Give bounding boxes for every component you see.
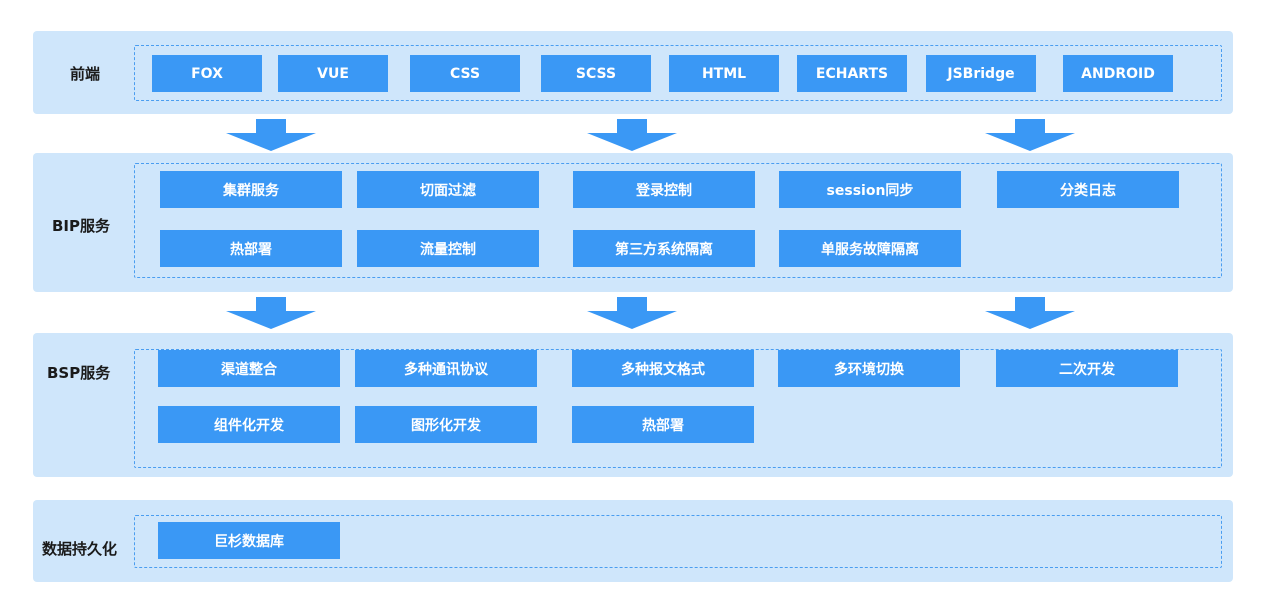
bsp-item-channel-integration: 渠道整合 xyxy=(158,350,340,387)
down-arrow-icon xyxy=(587,119,677,151)
persistence-dashed-group xyxy=(134,515,1222,568)
bsp-layer: BSP服务 渠道整合 多种通讯协议 多种报文格式 多环境切换 二次开发 组件化开… xyxy=(33,333,1233,477)
frontend-item-android: ANDROID xyxy=(1063,55,1173,92)
bsp-item-graphical-dev: 图形化开发 xyxy=(355,406,537,443)
bip-item-hot-deploy: 热部署 xyxy=(160,230,342,267)
bsp-dashed-group xyxy=(134,349,1222,468)
down-arrow-icon xyxy=(985,297,1075,329)
frontend-item-css: CSS xyxy=(410,55,520,92)
bip-item-traffic-control: 流量控制 xyxy=(357,230,539,267)
bsp-item-multi-message-format: 多种报文格式 xyxy=(572,350,754,387)
down-arrow-icon xyxy=(985,119,1075,151)
bip-item-cluster-service: 集群服务 xyxy=(160,171,342,208)
frontend-item-html: HTML xyxy=(669,55,779,92)
bip-item-third-party-isolation: 第三方系统隔离 xyxy=(573,230,755,267)
bsp-layer-label: BSP服务 xyxy=(47,364,111,382)
down-arrow-icon xyxy=(226,297,316,329)
bip-item-login-control: 登录控制 xyxy=(573,171,755,208)
bsp-item-component-dev: 组件化开发 xyxy=(158,406,340,443)
bip-layer-label: BIP服务 xyxy=(52,217,111,235)
bsp-item-secondary-dev: 二次开发 xyxy=(996,350,1178,387)
frontend-item-vue: VUE xyxy=(278,55,388,92)
frontend-item-echarts: ECHARTS xyxy=(797,55,907,92)
down-arrow-icon xyxy=(587,297,677,329)
bip-item-aspect-filter: 切面过滤 xyxy=(357,171,539,208)
bsp-item-multi-env-switch: 多环境切换 xyxy=(778,350,960,387)
frontend-layer: 前端 FOX VUE CSS SCSS HTML ECHARTS JSBridg… xyxy=(33,31,1233,114)
frontend-item-scss: SCSS xyxy=(541,55,651,92)
down-arrow-icon xyxy=(226,119,316,151)
persistence-item-sequoiadb: 巨杉数据库 xyxy=(158,522,340,559)
bip-item-single-fault-isolation: 单服务故障隔离 xyxy=(779,230,961,267)
frontend-layer-label: 前端 xyxy=(70,65,101,83)
bsp-item-multi-protocol: 多种通讯协议 xyxy=(355,350,537,387)
persistence-layer-label: 数据持久化 xyxy=(42,540,118,558)
frontend-item-fox: FOX xyxy=(152,55,262,92)
bip-item-category-log: 分类日志 xyxy=(997,171,1179,208)
frontend-item-jsbridge: JSBridge xyxy=(926,55,1036,92)
bip-dashed-group xyxy=(134,163,1222,278)
bsp-item-hot-deploy: 热部署 xyxy=(572,406,754,443)
bip-item-session-sync: session同步 xyxy=(779,171,961,208)
bip-layer: BIP服务 集群服务 切面过滤 登录控制 session同步 分类日志 热部署 … xyxy=(33,153,1233,292)
persistence-layer: 数据持久化 巨杉数据库 xyxy=(33,500,1233,582)
frontend-dashed-group xyxy=(134,45,1222,101)
